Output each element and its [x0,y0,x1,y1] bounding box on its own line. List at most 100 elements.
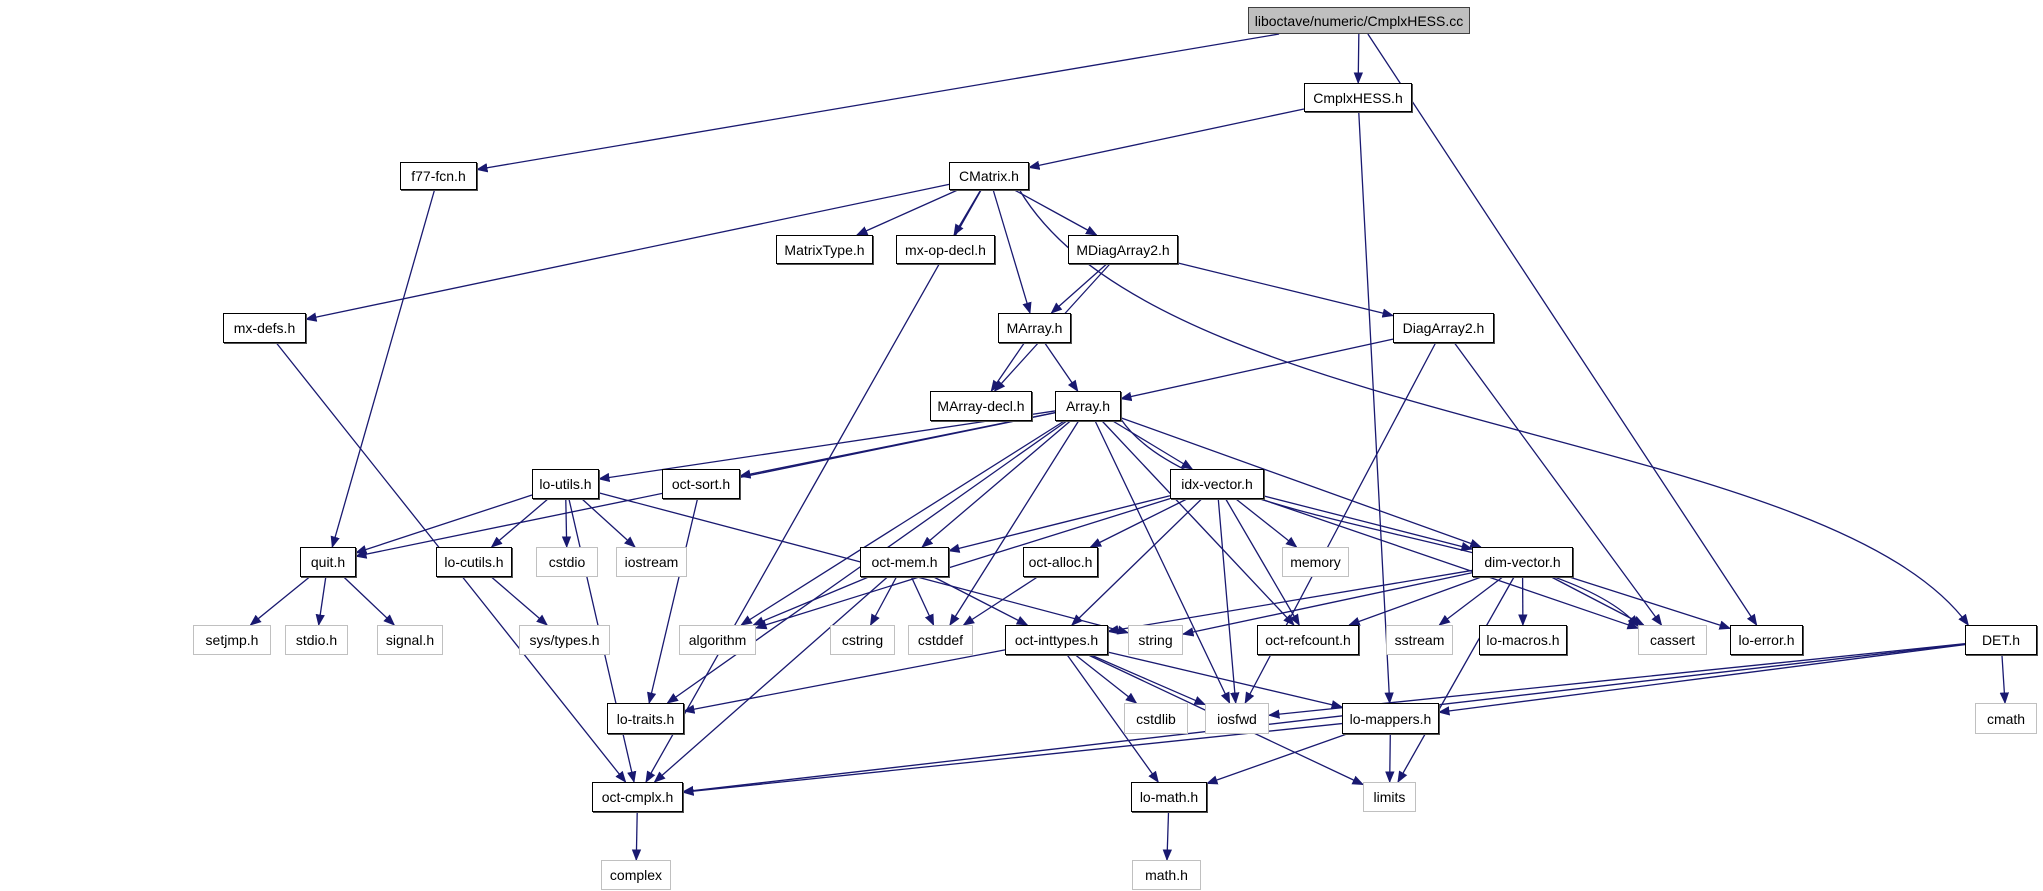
node-lomath[interactable]: lo-math.h [1131,782,1207,812]
edge-octinttypes-to-cstdlib [1075,654,1138,704]
node-lotraits[interactable]: lo-traits.h [607,703,684,734]
edge-cmatrix-to-matrixtype [855,189,958,236]
node-mathh[interactable]: math.h [1132,860,1201,890]
edge-idxvector-to-iosfwd [1217,498,1240,705]
node-loerror[interactable]: lo-error.h [1730,625,1803,655]
edge-diagarray2-to-cassert [1453,342,1663,626]
node-det[interactable]: DET.h [1965,625,2037,655]
edge-cmatrix-to-det [1018,189,1969,626]
node-cmplxhess[interactable]: CmplxHESS.h [1304,83,1412,112]
edge-loutils-to-locutils [490,498,549,548]
node-quit[interactable]: quit.h [300,547,356,577]
node-memory[interactable]: memory [1282,547,1349,577]
edge-det-to-lomappers [1437,643,1966,716]
node-idxvector[interactable]: idx-vector.h [1170,469,1264,499]
edge-octinttypes-to-iosfwd [1090,654,1207,706]
node-octcmplx[interactable]: oct-cmplx.h [592,782,683,812]
edge-octinttypes-to-lomath [1066,654,1159,783]
edge-cmatrix-to-mxdefs [304,183,950,322]
node-octmem[interactable]: oct-mem.h [860,547,949,577]
node-complex[interactable]: complex [601,860,671,890]
node-locutils[interactable]: lo-cutils.h [436,547,512,577]
edge-idxvector-to-cassert [1260,498,1640,630]
node-matrixtype[interactable]: MatrixType.h [776,235,873,264]
node-sstream[interactable]: sstream [1386,625,1453,655]
edge-mdiagarray2-to-marray [1050,263,1108,314]
node-limits[interactable]: limits [1363,782,1416,812]
edge-lomath-to-mathh [1162,811,1172,862]
node-cstdlib[interactable]: cstdlib [1124,703,1188,734]
edge-cmatrix-to-octcmplx [645,189,982,784]
node-array[interactable]: Array.h [1055,391,1121,421]
node-iostream[interactable]: iostream [616,547,687,577]
edge-octinttypes-to-lomappers [1107,651,1344,710]
edge-lomappers-to-limits [1385,733,1395,784]
node-lomacros[interactable]: lo-macros.h [1479,625,1567,655]
node-marraydecl[interactable]: MArray-decl.h [930,391,1032,421]
edge-idxvector-to-dimvector [1263,495,1474,552]
node-cmath[interactable]: cmath [1975,703,2037,734]
edge-octmem-to-cstddef [910,576,935,627]
node-f77fcn[interactable]: f77-fcn.h [400,162,477,190]
edge-idxvector-to-memory [1235,498,1298,548]
edge-marray-to-marraydecl [990,342,1025,392]
node-cassert[interactable]: cassert [1638,625,1707,655]
edge-idxvector-to-algorithm [754,498,1171,630]
edge-det-to-octcmplx [681,643,1966,796]
node-octalloc[interactable]: oct-alloc.h [1023,547,1098,577]
node-mxdefs[interactable]: mx-defs.h [223,313,306,343]
edge-f77fcn-to-quit [330,189,436,549]
node-lomappers[interactable]: lo-mappers.h [1342,703,1439,734]
edge-array-to-idxvector [1112,420,1194,470]
edge-cmplxhess-to-cmatrix [1027,108,1305,170]
edge-array-to-cassert [1120,418,1639,628]
edge-array-to-dimvector [1120,417,1482,548]
edge-octalloc-to-cstddef [962,576,1038,626]
node-algorithm[interactable]: algorithm [679,625,756,655]
edge-root-to-loerror [1367,33,1758,626]
edge-dimvector-to-cassert [1551,576,1645,626]
node-octsort[interactable]: oct-sort.h [662,469,740,499]
edge-dimvector-to-octrefcount [1348,576,1482,626]
node-stdio[interactable]: stdio.h [285,625,348,655]
node-cstdio[interactable]: cstdio [536,547,598,577]
edge-quit-to-setjmp [249,576,310,626]
edge-quit-to-stdio [315,576,327,627]
edge-octinttypes-to-lotraits [682,649,1006,714]
edge-array-to-octrefcount [1101,420,1295,626]
edge-mdiagarray2-to-diagarray2 [1177,262,1395,318]
node-marray[interactable]: MArray.h [998,313,1071,343]
node-string[interactable]: string [1128,625,1183,655]
edge-loutils-to-cstdio [561,498,572,549]
node-root[interactable]: liboctave/numeric/CmplxHESS.cc [1248,7,1470,34]
node-iosfwd[interactable]: iosfwd [1205,703,1269,734]
node-cstring[interactable]: cstring [830,625,895,655]
edge-octmem-to-octcmplx [653,576,888,783]
node-diagarray2[interactable]: DiagArray2.h [1393,313,1494,343]
node-loutils[interactable]: lo-utils.h [532,469,599,499]
edge-octcmplx-to-complex [631,811,642,862]
node-mdiagarray2[interactable]: MDiagArray2.h [1068,235,1178,264]
edge-octmem-to-cstring [870,576,897,627]
node-setjmp[interactable]: setjmp.h [193,625,271,655]
edge-octmem-to-octinttypes [933,576,1029,626]
node-octinttypes[interactable]: oct-inttypes.h [1005,625,1108,655]
edge-dimvector-to-limits [1397,576,1515,784]
node-systypes[interactable]: sys/types.h [519,625,610,655]
edge-array-to-iosfwd [1094,420,1231,705]
node-mxopdecl[interactable]: mx-op-decl.h [896,235,995,264]
edge-array-to-octmem [921,420,1071,548]
edge-dimvector-to-sstream [1438,576,1504,626]
edge-locutils-to-systypes [490,576,548,626]
edge-array-to-cstddef [949,420,1080,626]
edge-dimvector-to-loerror [1569,576,1732,630]
node-octrefcount[interactable]: oct-refcount.h [1257,625,1359,655]
edge-cmatrix-to-marray [992,189,1032,315]
node-cmatrix[interactable]: CMatrix.h [949,162,1029,190]
node-dimvector[interactable]: dim-vector.h [1472,547,1573,577]
edge-octsort-to-lotraits [647,498,699,705]
node-signal[interactable]: signal.h [377,625,443,655]
node-cstddef[interactable]: cstddef [908,625,973,655]
